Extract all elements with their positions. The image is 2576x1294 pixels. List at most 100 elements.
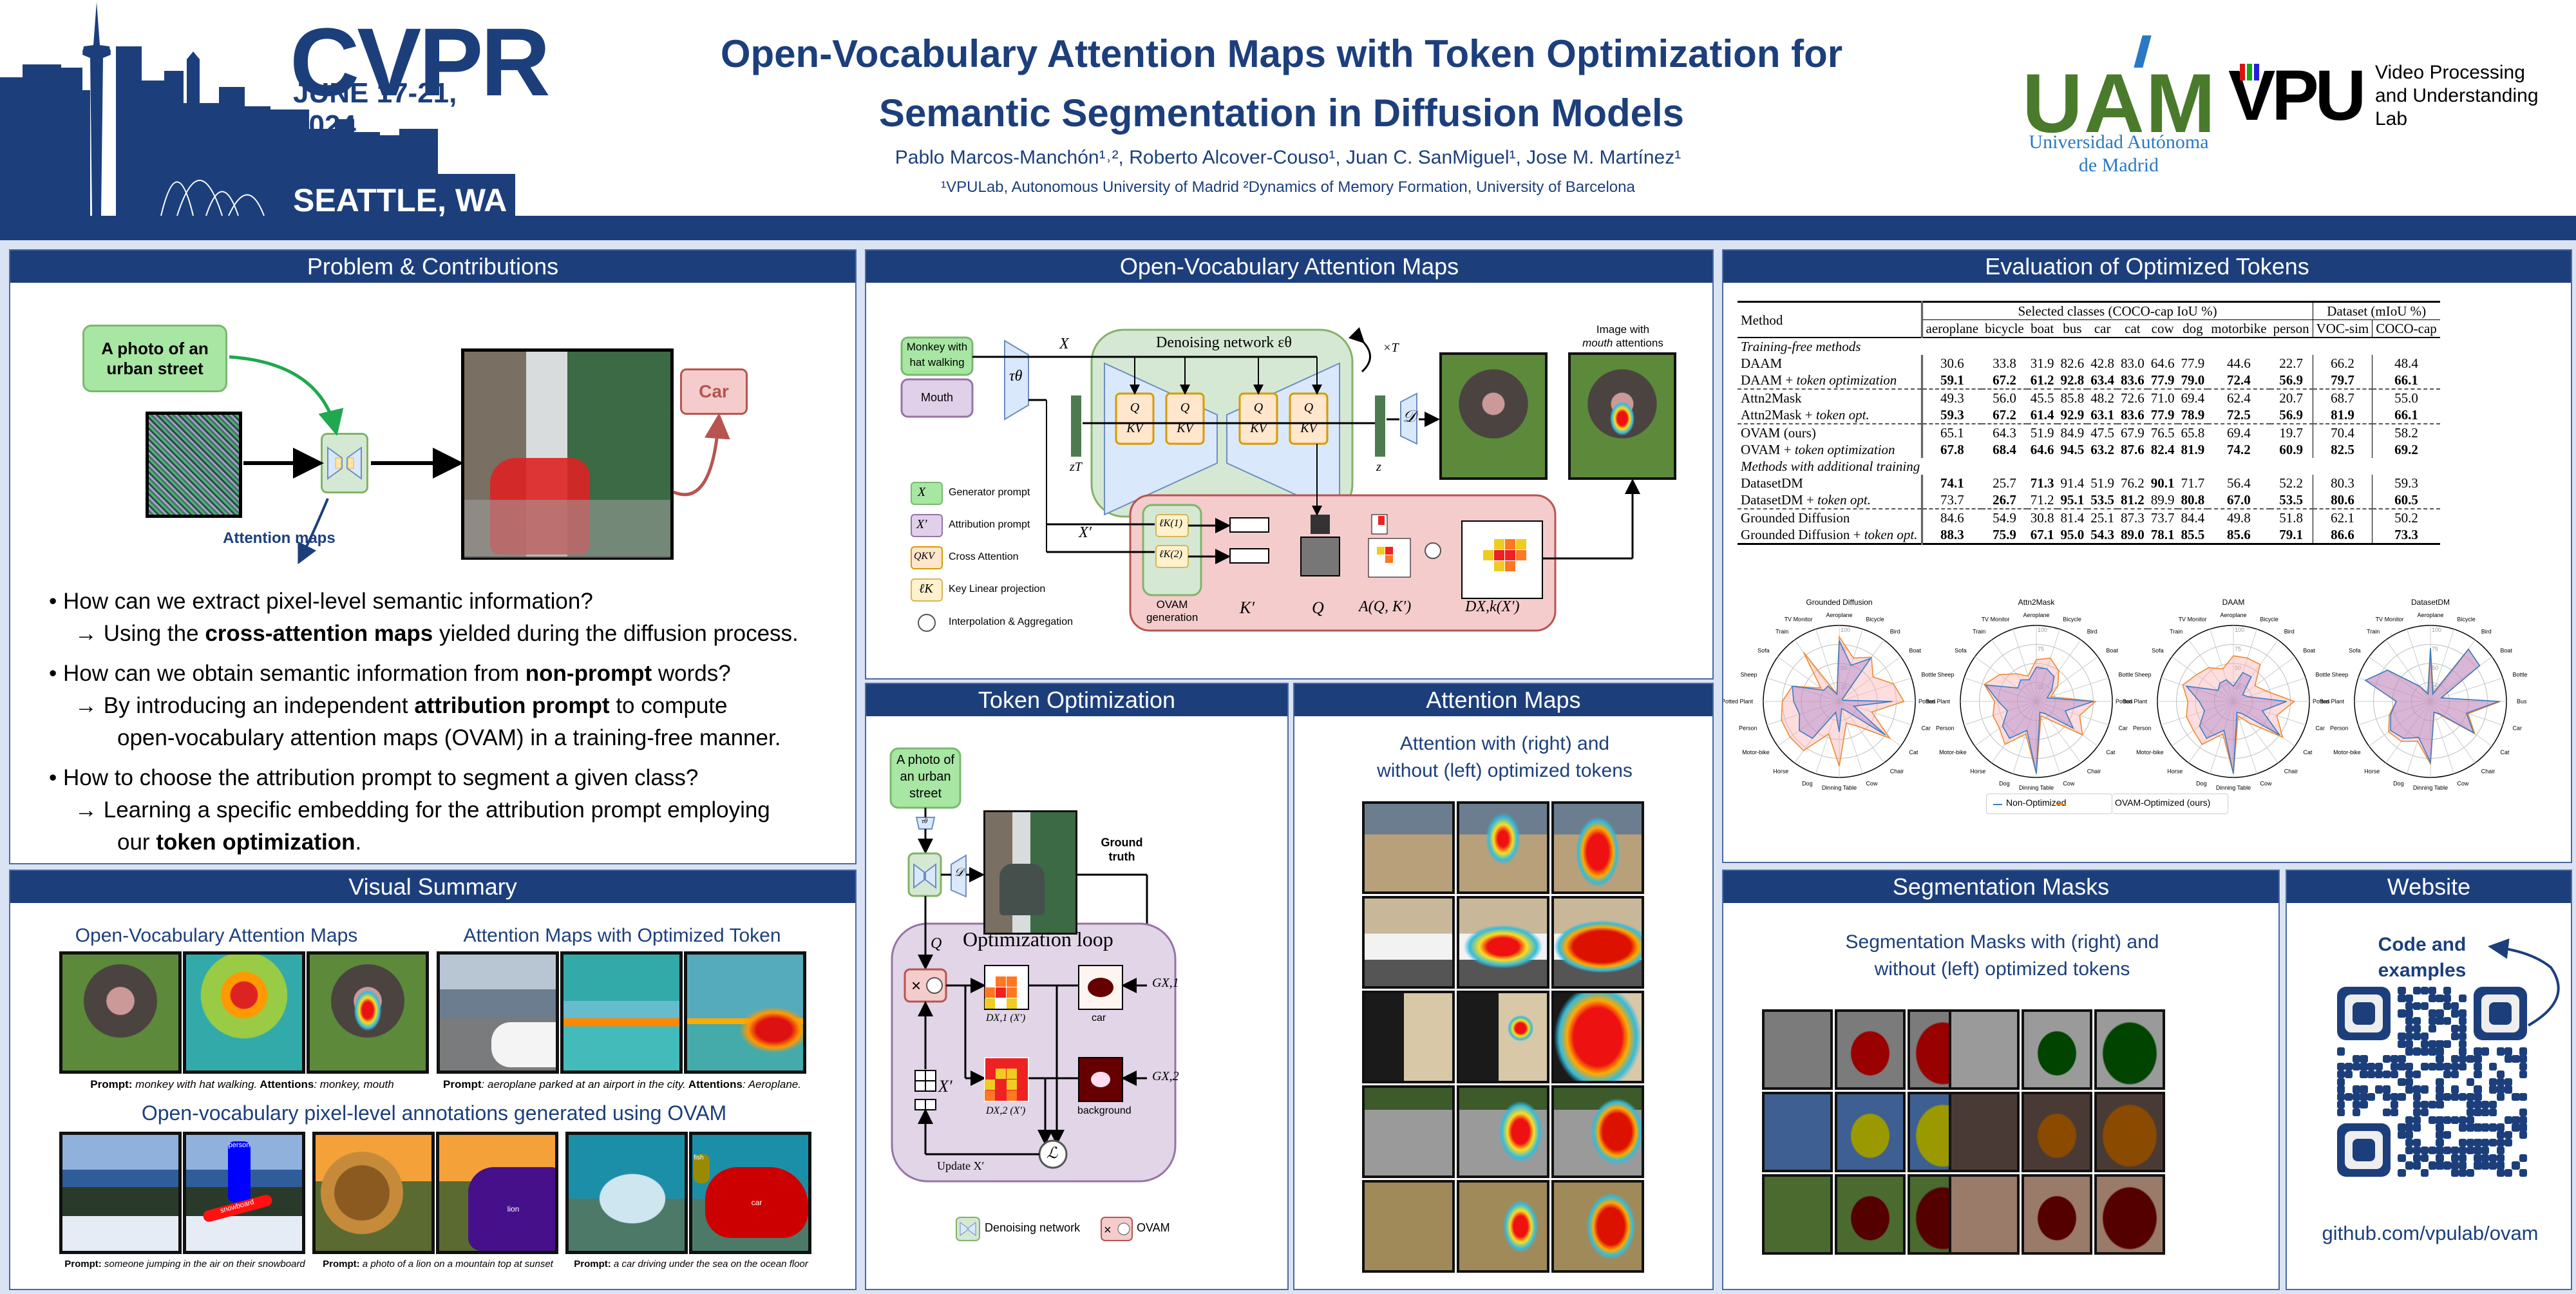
fish-mask: fish [694, 1154, 710, 1183]
q-label: Q [1312, 598, 1324, 617]
radar-axis-label: Boat [2303, 647, 2315, 654]
radar-axis-line [1991, 701, 2037, 763]
radar-axis-line [1991, 640, 2037, 702]
table-cell: 67.9 [2117, 423, 2148, 441]
radar-axis-line [2407, 629, 2431, 702]
table-cell: 77.9 [2150, 372, 2175, 388]
radar-axis-label: Bird [2284, 629, 2295, 635]
table-cell: 85.8 [2057, 388, 2088, 406]
radar-axis-label: Potted Plant [1918, 698, 1951, 705]
qr-finder-pattern [2474, 987, 2527, 1040]
table-cell: 64.6 [2030, 442, 2054, 457]
radar-tick-label: 50 [1841, 665, 1847, 671]
radar-axis-label: Dinning Table [2019, 785, 2054, 791]
radar-axis-label: Train [1776, 629, 1788, 635]
table-cell: 83.0 [2121, 356, 2145, 371]
table-cell: 51.8 [2269, 508, 2313, 526]
table-cell: 92.8 [2060, 372, 2085, 388]
radar-axis-line [1839, 701, 1912, 725]
method-name: DatasetDM [1741, 475, 1803, 491]
radar-chart-title: DatasetDM [2411, 598, 2450, 607]
table-cell: 81.9 [2312, 406, 2372, 424]
loss-label: ℒ [1046, 1145, 1058, 1162]
seagull-optimized-attention [1551, 801, 1644, 894]
optimized-token-examples-title: Attention Maps with Optimized Token [463, 925, 781, 946]
radar-axis-label: Motor-bike [2333, 749, 2361, 756]
bullet-answer-1: → Using the cross-attention maps yielded… [75, 621, 799, 646]
radar-axis-label: Train [1973, 629, 1985, 635]
repository-url-link[interactable]: github.com/vpulab/ovam [2322, 1222, 2539, 1244]
radar-axis-label: Car [2512, 725, 2522, 731]
zT-label: zT [1070, 460, 1082, 474]
panel-heading: Token Optimization [866, 684, 1287, 716]
radar-axis-line [2036, 701, 2109, 725]
cat-attention [1457, 991, 1549, 1083]
affiliations: ¹VPULab, Autonomous University of Madrid… [941, 178, 1635, 196]
method-name: Attn2Mask [1738, 388, 1922, 406]
qr-code[interactable] [2337, 987, 2528, 1177]
table-cell: 73.7 [1920, 491, 1982, 509]
vpu-lab-name: Video Processing and Understanding Lab [2375, 61, 2539, 131]
legend-denoising-label: Denoising network [985, 1221, 1081, 1234]
table-cell: 89.9 [2150, 492, 2175, 508]
token-optimization-diagram: × × [889, 747, 1177, 1241]
bullet-answer-3-cont: our token optimization. [117, 830, 362, 855]
radar-axis-label: Horse [1773, 768, 1788, 774]
legend-ovam-label: OVAM [1137, 1221, 1170, 1234]
radar-axis-label: Dinning Table [2216, 785, 2251, 791]
method-name: DAAM [1741, 356, 1783, 371]
table-cell: 81.2 [2121, 492, 2145, 508]
radar-axis-label: Bottle [2315, 672, 2330, 678]
q-label: Q [931, 935, 942, 952]
attribution-prompt-node [900, 378, 974, 418]
radar-axis-label: Chair [2481, 768, 2496, 774]
vpu-name-line-3: Lab [2375, 108, 2408, 129]
poster-header: CVPR JUNE 17-21, 2024 SEATTLE, WA Open-V… [0, 0, 2576, 218]
radar-axis-label: Boat [2500, 647, 2512, 654]
table-cell: 71.3 [2030, 475, 2054, 491]
table-cell: 73.7 [2147, 508, 2178, 526]
radar-axis-label: Sofa [1757, 647, 1770, 654]
table-cell: 64.6 [2150, 356, 2175, 371]
radar-series-non-optimized [2185, 672, 2287, 774]
curved-arrow-icon [2488, 938, 2560, 1027]
seagull-image [1362, 801, 1455, 894]
k-prime-label: K′ [1240, 598, 1255, 617]
radar-axis-label: Boat [2106, 647, 2118, 654]
optimization-loop-label: Optimization loop [963, 928, 1113, 951]
legend-interpolation: Interpolation & Aggregation [949, 616, 1074, 627]
radar-axis-line [2210, 629, 2234, 702]
qkv-blocks [1115, 392, 1329, 445]
table-cell: 74.2 [2227, 442, 2251, 457]
radar-axis-label: Cow [2457, 780, 2469, 786]
radar-axis-line [2036, 701, 2098, 747]
radar-axis-label: Bicycle [2260, 616, 2278, 623]
optimization-loop-box [891, 922, 1177, 1183]
sheep-mask-optimized [2094, 1092, 2165, 1172]
aeroplane-image [437, 951, 559, 1074]
radar-axis-label: Motor-bike [2136, 749, 2164, 756]
radar-axis-label: Dinning Table [2413, 785, 2448, 791]
ground-truth-background [1078, 1057, 1123, 1102]
snowboard-caption: Prompt: someone jumping in the air on th… [64, 1259, 305, 1270]
radar-axis-label: Dinning Table [1822, 785, 1857, 791]
table-cell: 79.0 [2181, 372, 2205, 388]
radar-axis-line [2430, 629, 2454, 702]
uam-letters: UAM [2022, 56, 2217, 150]
radar-chart-title: Attn2Mask [2018, 598, 2056, 607]
radar-axis-label: Cat [2106, 749, 2116, 756]
radar-axis-label: Car [2315, 725, 2325, 731]
radar-axis-label: Bus [2517, 698, 2527, 705]
table-cell: 66.1 [2372, 406, 2440, 424]
table-cell: 92.9 [2060, 407, 2085, 423]
key-vectors [1229, 517, 1269, 564]
noise-latent-image [146, 412, 242, 518]
section-training-free: Training-free methods [1741, 339, 1861, 354]
lion-mask: lion [468, 1167, 555, 1251]
vpu-color-bars-icon [2240, 64, 2259, 81]
goat-image [1362, 1180, 1455, 1273]
table-cell: 83.6 [2121, 372, 2145, 388]
